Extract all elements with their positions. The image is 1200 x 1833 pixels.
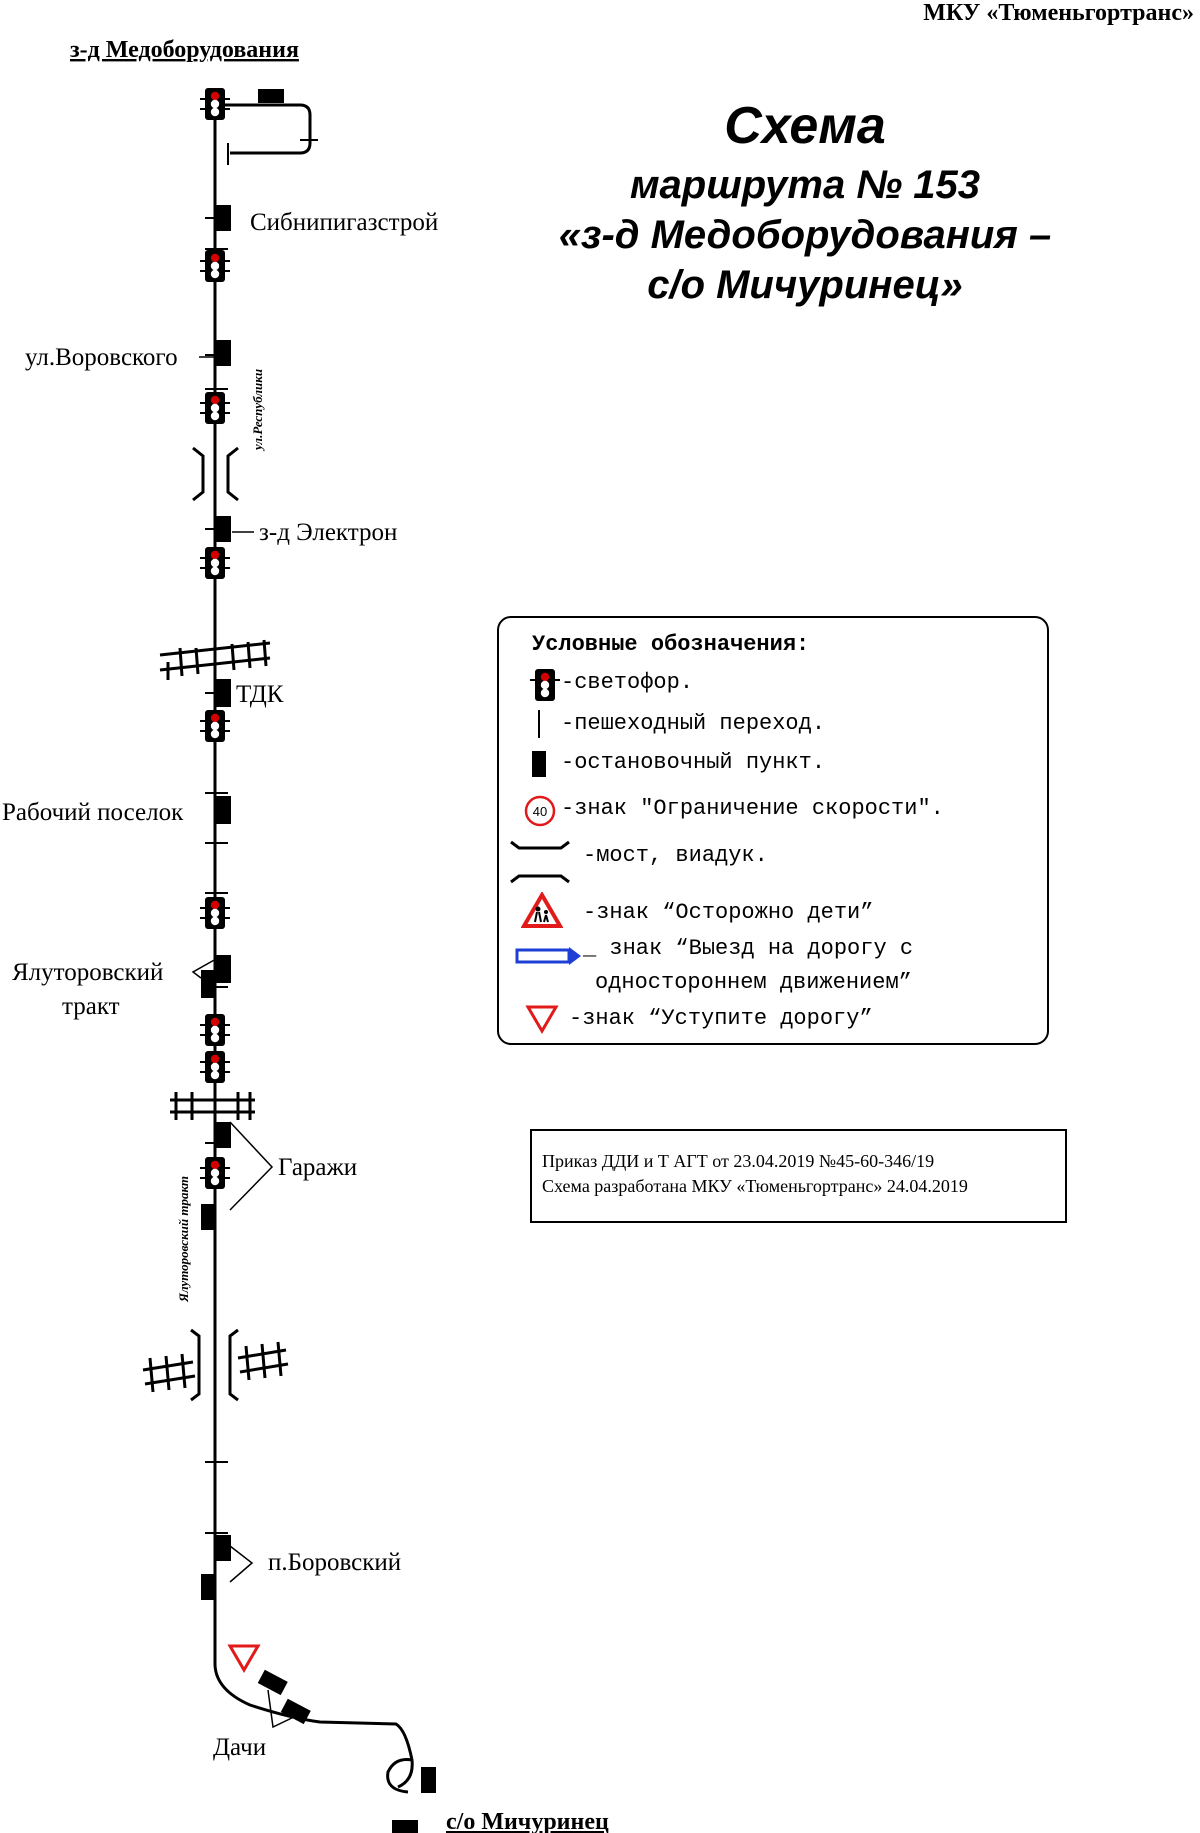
bus-stop-icon	[216, 1535, 231, 1561]
one-way-exit-sign-icon	[515, 947, 581, 965]
children-warning-sign-icon	[521, 892, 563, 928]
bus-stop-icon	[280, 1698, 311, 1725]
legend-item-crosswalk: -пешеходный переход.	[561, 711, 826, 736]
bus-stop-icon	[201, 1574, 216, 1600]
stop-pointer-borovsky	[229, 1545, 254, 1583]
order-note-line2: Схема разработана МКУ «Тюменьгортранс» 2…	[542, 1176, 968, 1196]
organization-name: МКУ «Тюменьгортранс»	[923, 0, 1194, 26]
traffic-light-icon	[199, 896, 231, 930]
bus-stop-icon	[216, 1122, 231, 1148]
end-loop	[386, 1758, 413, 1794]
bus-stop-icon	[201, 1204, 216, 1230]
street-label-republic: ул.Республики	[250, 369, 265, 452]
start-loop	[215, 103, 312, 155]
legend-panel: Условные обозначения: -светофор. -пешехо…	[497, 616, 1049, 1045]
bridge-icon	[510, 840, 570, 884]
railway-crossing-icon	[159, 639, 271, 680]
bus-stop-icon	[392, 1820, 418, 1833]
stop-label-dachi: Дачи	[213, 1734, 266, 1761]
start-terminal-label: з-д Медоборудования	[70, 37, 299, 63]
traffic-light-icon	[199, 1156, 231, 1190]
order-note-line1: Приказ ДДИ и Т АГТ от 23.04.2019 №45-60-…	[542, 1151, 935, 1171]
route-name-line2: с/о Мичуринец»	[647, 263, 963, 307]
legend-item-speed-limit: -знак "Ограничение скорости".	[561, 796, 944, 821]
legend-item-bridge: -мост, виадук.	[583, 843, 768, 868]
bus-stop-icon	[257, 1669, 288, 1696]
route-number-title: маршрута № 153	[629, 163, 981, 207]
bus-stop-icon	[216, 955, 231, 983]
stop-label-vorovskogo: ул.Воровского	[25, 344, 178, 371]
crosswalk-icon	[538, 710, 540, 738]
railway-crossing-icon	[142, 1341, 289, 1393]
end-terminal-label: с/о Мичуринец	[446, 1809, 609, 1833]
legend-item-yield: -знак “Уступите дорогу”	[569, 1006, 873, 1031]
stop-label-borovsky: п.Боровский	[268, 1549, 401, 1576]
traffic-light-icon	[199, 709, 231, 743]
legend-item-children: -знак “Осторожно дети”	[583, 900, 874, 925]
stop-label-tdk: ТДК	[236, 681, 284, 708]
legend-title: Условные обозначения:	[532, 632, 810, 657]
legend-item-bus-stop: -остановочный пункт.	[561, 750, 826, 775]
route-line	[213, 95, 414, 1789]
traffic-light-icon	[530, 669, 560, 701]
crosswalk-icon	[205, 217, 228, 1534]
traffic-light-icon	[199, 249, 231, 283]
stop-pointer-garages	[229, 1121, 274, 1211]
stop-label-elektron: з-д Электрон	[259, 519, 397, 546]
stop-label-garages: Гаражи	[278, 1154, 357, 1181]
legend-item-one-way: _ знак “Выезд на дорогу с	[583, 936, 914, 961]
stop-pointer-yalutorovsky	[191, 958, 217, 979]
bus-stop-icon	[421, 1767, 436, 1793]
traffic-light-icon	[199, 546, 231, 580]
railway-crossing-icon	[170, 1092, 255, 1120]
traffic-light-icon	[199, 391, 231, 425]
speed-limit-value: 40	[533, 804, 547, 819]
bus-stop-icon	[201, 970, 216, 998]
yield-sign-icon	[525, 1005, 559, 1034]
bridge-icon	[192, 446, 239, 502]
bus-stop-icon	[532, 751, 546, 777]
bus-stop-icon	[216, 340, 231, 366]
stop-pointer-dachi	[267, 1689, 297, 1729]
speed-limit-sign-icon: 40	[524, 795, 556, 827]
bus-stop-icon	[258, 89, 284, 103]
stop-label-rabochiy-poselok: Рабочий поселок	[2, 799, 184, 826]
route-name-line1: «з-д Медоборудования –	[558, 213, 1052, 257]
stop-label-sibnipigazstroy: Сибнипигазстрой	[250, 209, 438, 236]
traffic-light-icon	[199, 1013, 231, 1047]
order-note-box: Приказ ДДИ и Т АГТ от 23.04.2019 №45-60-…	[530, 1129, 1067, 1223]
legend-item-traffic-light: -светофор.	[561, 670, 694, 695]
stop-label-yalutorovsky: Ялуторовский	[12, 959, 163, 986]
street-label-yalutorovsky: Ялуторовский тракт	[176, 1176, 191, 1303]
stop-label-trakt: тракт	[62, 993, 120, 1020]
yield-sign-icon	[227, 1644, 261, 1673]
bus-stop-icon	[216, 796, 231, 824]
scheme-title: Схема	[724, 97, 886, 155]
legend-item-one-way-cont: одностороннем движением”	[595, 970, 912, 995]
bridge-icon	[190, 1328, 239, 1402]
traffic-light-icon	[199, 1050, 231, 1084]
